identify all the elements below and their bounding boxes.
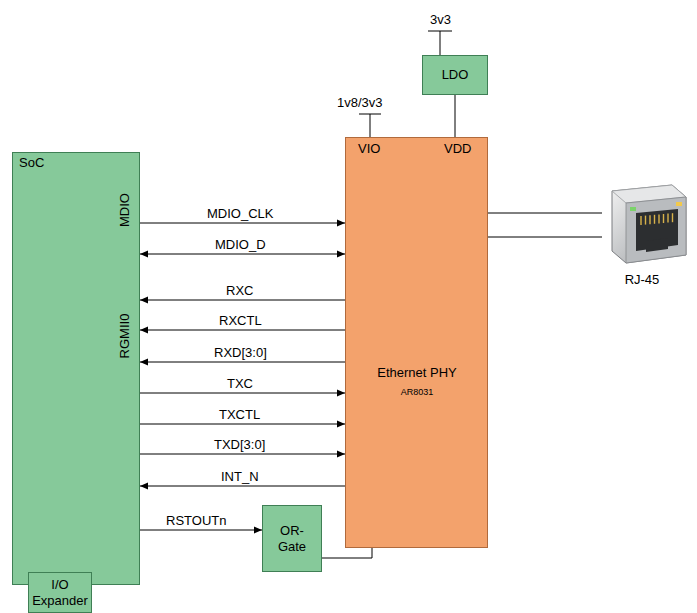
signal-name: RSTOUTn xyxy=(164,513,228,528)
arrow-head xyxy=(140,297,148,304)
signal-connector xyxy=(488,213,602,214)
rj45-connector: RJ-45 xyxy=(602,183,694,289)
arrow-head xyxy=(337,451,345,458)
node-text: RGMII0 xyxy=(118,314,133,359)
connector-line xyxy=(140,393,345,394)
connector-line xyxy=(140,486,345,487)
supply-voltage: 1v8/3v3 xyxy=(337,95,383,110)
arrow-head xyxy=(140,483,148,490)
signal-name: TXCTL xyxy=(217,407,262,422)
connector-line xyxy=(140,530,262,531)
rj45-illustration xyxy=(602,183,690,267)
connector-line xyxy=(455,95,456,137)
arrow-head xyxy=(140,359,148,366)
signal-name: MDIO_D xyxy=(213,237,268,252)
phy-block: VIO VDD Ethernet PHY AR8031 xyxy=(345,137,488,548)
node-text: OR- Gate xyxy=(273,523,311,554)
signal-name: TXD[3:0] xyxy=(212,437,267,452)
supply-voltage: 3v3 xyxy=(430,12,451,27)
arrow-head xyxy=(337,251,345,258)
connector-line xyxy=(140,254,345,255)
connector-line xyxy=(140,223,345,224)
arrow-head xyxy=(337,421,345,428)
connector-line xyxy=(322,548,372,558)
signal-name: MDIO_CLK xyxy=(205,206,275,221)
signal-name: RXD[3:0] xyxy=(212,345,269,360)
connector-line xyxy=(140,330,345,331)
connector-line xyxy=(140,454,345,455)
signal-connector xyxy=(488,237,602,238)
node-text: VDD xyxy=(444,142,471,157)
connector-line xyxy=(140,424,345,425)
node-text: LDO xyxy=(425,67,485,83)
node-text: VIO xyxy=(358,142,380,157)
rail-wire xyxy=(440,31,441,55)
node-text: RJ-45 xyxy=(625,273,660,288)
signal-name: TXC xyxy=(225,376,255,391)
node-text: MDIO xyxy=(118,193,133,227)
arrow-head xyxy=(140,327,148,334)
connector-line xyxy=(488,213,602,214)
node-text: Ethernet PHY xyxy=(377,366,457,381)
or-gate-block: OR- Gate xyxy=(262,505,322,572)
signal-name: RXC xyxy=(224,283,255,298)
arrow-head xyxy=(337,390,345,397)
signal-name: INT_N xyxy=(219,469,261,484)
connector-line xyxy=(140,362,345,363)
node-text: I/O Expander xyxy=(31,577,89,608)
io-expander-block: I/O Expander xyxy=(28,572,92,613)
connector-line xyxy=(488,237,602,238)
arrow-head xyxy=(140,251,148,258)
signal-connector xyxy=(455,95,456,137)
signal-connector xyxy=(322,548,372,558)
node-text: SoC xyxy=(19,156,44,171)
arrow-head xyxy=(254,527,262,534)
rail-wire xyxy=(370,114,371,137)
connector-line xyxy=(140,300,345,301)
node-text: AR8031 xyxy=(401,387,434,397)
ldo-block: LDO xyxy=(422,55,488,95)
soc-block: SoC MDIO RGMII0 xyxy=(12,152,140,585)
signal-name: RXCTL xyxy=(217,313,264,328)
arrow-head xyxy=(337,220,345,227)
